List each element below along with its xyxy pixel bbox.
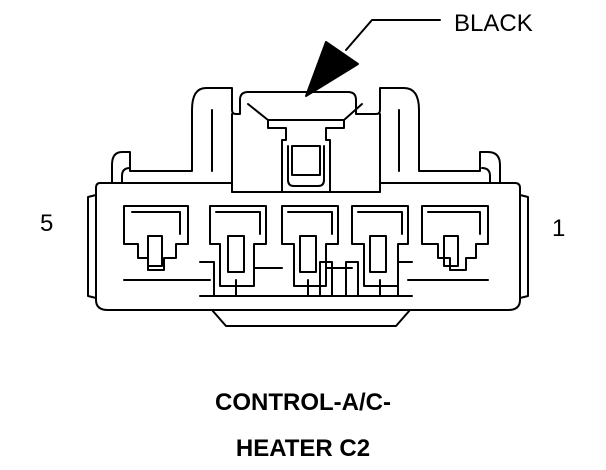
cavity-2 — [351, 205, 409, 287]
cavity-1 — [421, 205, 489, 271]
callout-leader — [305, 19, 441, 97]
cavity-4 — [209, 205, 267, 287]
connector-body — [87, 87, 529, 327]
cavity-5 — [123, 205, 189, 271]
callout-arrowhead — [305, 41, 359, 97]
terminal-ribs — [123, 261, 489, 297]
connector-title-line2: HEATER C2 — [235, 435, 371, 462]
pin-1-label: 1 — [552, 215, 566, 242]
pin-5-label: 5 — [40, 210, 54, 237]
connector-title-line1: CONTROL-A/C- — [215, 389, 391, 416]
callout-label: BLACK — [454, 10, 533, 37]
cavity-3 — [281, 205, 339, 287]
